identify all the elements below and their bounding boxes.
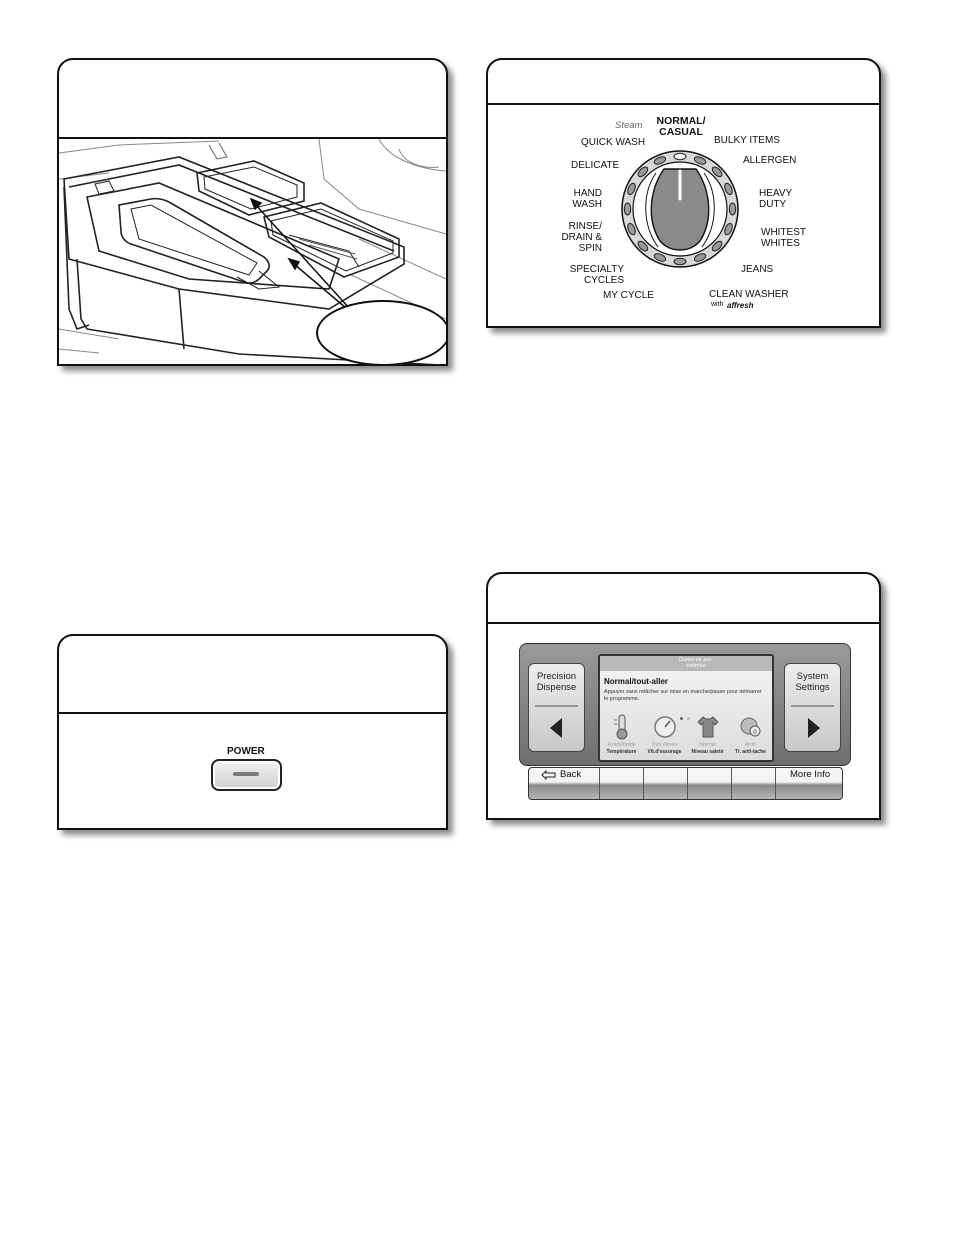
dial-led-indicator bbox=[711, 166, 723, 178]
dial-led-indicator bbox=[653, 156, 667, 165]
page-dots bbox=[680, 707, 691, 725]
dispenser-figure-panel bbox=[57, 58, 448, 366]
option-value: Normal bbox=[699, 742, 716, 748]
stain-icon: 0 bbox=[740, 717, 761, 737]
duration-label: Durée de pro. estimée bbox=[679, 657, 713, 669]
system-settings-label: System Settings bbox=[795, 671, 830, 693]
with-label: with bbox=[711, 301, 724, 308]
dial-led-indicator bbox=[724, 222, 733, 236]
cycle-rinse-drain-spin[interactable]: RINSE/ DRAIN & SPIN bbox=[561, 221, 602, 254]
option-temperature[interactable]: Froide/froide Température bbox=[600, 712, 643, 758]
dial-led-indicator bbox=[637, 240, 649, 252]
option-name: Tr. anti-tache bbox=[735, 749, 766, 755]
power-indicator-light bbox=[233, 772, 259, 776]
back-button[interactable]: Back bbox=[529, 768, 600, 799]
more-info-label: More Info bbox=[790, 769, 831, 780]
cycle-heavy-duty[interactable]: HEAVY DUTY bbox=[759, 188, 792, 210]
dial-led-indicator bbox=[693, 253, 707, 262]
svg-text:0: 0 bbox=[753, 729, 757, 736]
dial-led-indicator bbox=[693, 156, 707, 165]
power-figure-header bbox=[59, 636, 446, 714]
precision-dispense-button[interactable]: Precision Dispense bbox=[528, 663, 585, 752]
option-value: Très élevée bbox=[651, 742, 678, 748]
dial-led-indicator bbox=[711, 240, 723, 252]
option-stain-treat[interactable]: 0 Arrêt Tr. anti-tache bbox=[729, 712, 772, 758]
option-value: Arrêt bbox=[745, 742, 756, 748]
blank-key-2[interactable] bbox=[644, 768, 688, 799]
cycle-jeans[interactable]: JEANS bbox=[741, 264, 774, 275]
dial-led-indicator bbox=[728, 202, 737, 216]
left-arrow-icon bbox=[550, 718, 562, 738]
power-button[interactable] bbox=[211, 759, 282, 791]
cycle-dial-knob-icon bbox=[621, 150, 739, 268]
option-soil-level[interactable]: Normal Niveau saleté bbox=[686, 712, 729, 758]
cycle-whitest-whites[interactable]: WHITEST WHITES bbox=[761, 227, 806, 249]
cycle-name: Normal/tout-aller bbox=[604, 677, 669, 686]
back-label: Back bbox=[560, 769, 582, 780]
option-name: Vit.d'essorage bbox=[647, 749, 682, 755]
dial-figure-header bbox=[488, 60, 879, 105]
start-instruction: Appuyer sans relâcher sur mise en marche… bbox=[604, 689, 762, 702]
cycle-clean-washer[interactable]: CLEAN WASHER bbox=[709, 289, 789, 300]
dial-led-indicator bbox=[637, 166, 649, 178]
option-value: Froide/froide bbox=[607, 742, 636, 748]
affresh-logo: affresh bbox=[727, 301, 754, 310]
shirt-icon bbox=[697, 716, 719, 738]
power-label: POWER bbox=[227, 746, 265, 757]
cycle-delicate[interactable]: DELICATE bbox=[571, 160, 620, 171]
gauge-icon bbox=[654, 716, 676, 738]
power-figure-panel: POWER bbox=[57, 634, 448, 830]
more-info-button[interactable]: More Info bbox=[776, 768, 842, 799]
cycle-quick-wash[interactable]: QUICK WASH bbox=[581, 137, 646, 148]
right-arrow-icon bbox=[808, 718, 820, 738]
bottom-touch-bar: Back More Info bbox=[528, 767, 843, 800]
dial-led-indicator bbox=[653, 253, 667, 262]
back-arrow-icon bbox=[541, 770, 556, 780]
display-figure-panel: Precision Dispense System Settings Durée… bbox=[486, 572, 881, 820]
dial-led-indicator bbox=[627, 222, 636, 236]
lcd-screen: Durée de pro. estimée Normal/tout-aller … bbox=[598, 654, 774, 762]
dial-led-indicator bbox=[627, 182, 636, 196]
blank-key-1[interactable] bbox=[600, 768, 644, 799]
dial-led-indicator bbox=[673, 152, 687, 161]
dial-led-indicator bbox=[724, 182, 733, 196]
blank-key-4[interactable] bbox=[732, 768, 776, 799]
dispenser-figure-header bbox=[59, 60, 446, 139]
dial-led-indicator bbox=[623, 202, 632, 216]
blank-key-3[interactable] bbox=[688, 768, 732, 799]
cycle-normal-casual[interactable]: NORMAL/ CASUAL bbox=[656, 115, 706, 138]
dispenser-drawer-illustration bbox=[59, 139, 446, 364]
dial-led-indicator bbox=[673, 257, 687, 266]
cycle-hand-wash[interactable]: HAND WASH bbox=[572, 188, 602, 210]
system-settings-button[interactable]: System Settings bbox=[784, 663, 841, 752]
display-figure-header bbox=[488, 574, 879, 624]
option-name: Niveau saleté bbox=[691, 749, 724, 755]
cycle-dial-figure-panel: Steam NORMAL/ CASUAL BULKY ITEMS ALLERGE… bbox=[486, 58, 881, 328]
thermometer-icon bbox=[614, 714, 628, 740]
option-name: Température bbox=[606, 749, 637, 755]
callout-oval bbox=[316, 300, 446, 364]
steam-label: Steam bbox=[615, 120, 643, 131]
precision-dispense-label: Precision Dispense bbox=[536, 671, 577, 693]
option-spin-speed[interactable]: Très élevée Vit.d'essorage bbox=[643, 712, 686, 758]
cycle-my-cycle[interactable]: MY CYCLE bbox=[603, 290, 654, 301]
duration-header: Durée de pro. estimée bbox=[600, 656, 772, 671]
cycle-specialty-cycles[interactable]: SPECIALTY CYCLES bbox=[569, 264, 624, 286]
cycle-bulky-items[interactable]: BULKY ITEMS bbox=[714, 135, 780, 146]
cycle-allergen[interactable]: ALLERGEN bbox=[743, 155, 797, 166]
